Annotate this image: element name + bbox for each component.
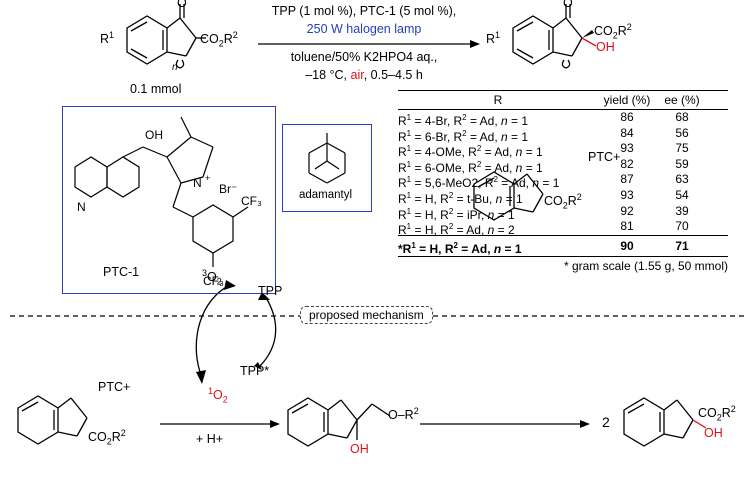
table-highlight-row: *R1 = H, R2 = Ad, n = 1 90 71 — [398, 234, 728, 257]
table-row: R1 = 6-Br, R2 = Ad, n = 1 84 56 — [398, 125, 728, 144]
catalyst-box: OH N + Br⁻ N CF₃ CF₃ PTC-1 — [62, 106, 276, 294]
final-oh-label: OH — [704, 426, 723, 440]
table-row: R1 = 4-OMe, R2 = Ad, n = 1 93 75 — [398, 141, 728, 160]
row-label: R1 = 6-Br, R2 = Ad, n = 1 — [398, 128, 529, 144]
row-yield: 92 — [620, 203, 634, 218]
catalyst-counterion: Br⁻ — [219, 182, 237, 196]
header-yield: yield (%) — [603, 93, 651, 107]
adamantyl-label: adamantyl — [299, 189, 353, 201]
header-r: R — [493, 93, 503, 107]
row-ee: 54 — [675, 187, 689, 202]
row-ee: 39 — [675, 203, 689, 218]
table-row: R1 = H, R2 = iPr, n = 1 92 39 — [398, 203, 728, 222]
reactant-structure — [126, 4, 206, 69]
peroxide-ooh-label: OH — [350, 442, 369, 456]
reactant-n-label: n — [172, 62, 178, 73]
row-ee: 63 — [675, 172, 689, 187]
row-ee: 59 — [675, 156, 689, 171]
reactant-ester-label: CO2R2 — [200, 30, 238, 49]
tpp-excited-label: TPP* — [240, 364, 270, 378]
row-yield: 86 — [620, 110, 634, 124]
table-row: R1 = H, R2 = Ad, n = 2 81 70 — [398, 219, 728, 238]
product-ester-label: CO2R2 — [594, 22, 632, 41]
highlight-yield: 90 — [620, 238, 634, 253]
svg-text:OH: OH — [145, 128, 163, 142]
condition-catalysts: TPP (1 mol %), PTC-1 (5 mol %), — [271, 4, 457, 18]
row-ee: 70 — [675, 219, 689, 234]
adamantyl-box: adamantyl — [282, 124, 372, 212]
reactant-amount: 0.1 mmol — [130, 82, 182, 96]
singlet-oxygen-label: 1O2 — [208, 386, 228, 405]
svg-text:CF₃: CF₃ — [241, 194, 262, 208]
table-row: R1 = H, R2 = t-Bu, n = 1 93 54 — [398, 187, 728, 206]
highlight-label: *R1 = H, R2 = Ad, n = 1 — [398, 240, 522, 256]
mechanism-title: proposed mechanism — [300, 306, 433, 324]
header-ee: ee (%) — [664, 93, 700, 107]
row-yield: 93 — [620, 141, 634, 156]
product-structure — [512, 4, 583, 69]
row-label: R1 = H, R2 = iPr, n = 1 — [398, 206, 515, 222]
row-label: R1 = H, R2 = Ad, n = 2 — [398, 222, 515, 238]
table-header: R yield (%) ee (%) — [398, 90, 728, 110]
row-label: R1 = 4-OMe, R2 = Ad, n = 1 — [398, 144, 543, 160]
condition-solvent: toluene/50% K2HPO4 aq., — [290, 50, 438, 64]
svg-text:CF₃: CF₃ — [203, 274, 224, 288]
reactant-carbonyl-o: O — [177, 0, 187, 10]
condition-lamp: 250 W halogen lamp — [306, 22, 422, 36]
svg-text:+: + — [205, 173, 210, 183]
row-label: R1 = 4-Br, R2 = Ad, n = 1 — [398, 113, 529, 128]
row-ee: 56 — [675, 125, 689, 140]
product-oh-label: OH — [596, 40, 615, 54]
product-r1-label: R1 — [486, 30, 501, 47]
highlight-ee: 71 — [675, 238, 689, 253]
row-yield: 84 — [620, 125, 634, 140]
catalyst-structure-svg: OH N + Br⁻ N CF₃ CF₃ — [74, 116, 262, 288]
triplet-oxygen-label: 3O2 — [202, 268, 222, 287]
table-row: R1 = 5,6-MeO2, R2 = Ad, n = 1 87 63 — [398, 172, 728, 191]
reagent-ester-label: CO2R2 — [544, 192, 582, 211]
tpp-label: TPP — [258, 284, 283, 298]
table-row: R1 = 4-Br, R2 = Ad, n = 1 86 68 — [398, 110, 728, 128]
enolate-ester-label: CO2R2 — [88, 428, 126, 447]
ptc-label-left: PTC+ — [98, 380, 131, 394]
row-yield: 82 — [620, 156, 634, 171]
adamantyl-structure-svg — [308, 133, 346, 184]
catalyst-name: PTC-1 — [103, 265, 140, 279]
row-ee: 68 — [675, 110, 689, 124]
proton-label: + H+ — [196, 432, 224, 446]
results-table: R yield (%) ee (%) R1 = 4-Br, R2 = Ad, n… — [398, 90, 728, 273]
reactant-r1-label: R1 — [100, 30, 115, 47]
peroxide-ester-label: O–R2 — [388, 406, 419, 423]
table-footnote: * gram scale (1.55 g, 50 mmol) — [563, 258, 728, 273]
condition-temperature: –18 °C, air, 0.5–4.5 h — [305, 68, 423, 82]
ptc-label-right: PTC+ — [588, 150, 621, 164]
coefficient-label: 2 — [602, 414, 610, 430]
svg-text:N: N — [193, 176, 202, 190]
final-ester-label: CO2R2 — [698, 404, 736, 423]
row-label: R1 = 5,6-MeO2, R2 = Ad, n = 1 — [398, 175, 560, 191]
row-yield: 87 — [620, 172, 634, 187]
row-yield: 93 — [620, 187, 634, 202]
row-ee: 75 — [675, 141, 689, 156]
svg-text:N: N — [77, 200, 86, 214]
table-row: R1 = 6-OMe, R2 = Ad, n = 1 82 59 — [398, 156, 728, 175]
product-carbonyl-o: O — [563, 0, 573, 10]
row-label: R1 = H, R2 = t-Bu, n = 1 — [398, 190, 523, 206]
row-label: R1 = 6-OMe, R2 = Ad, n = 1 — [398, 159, 543, 175]
row-yield: 81 — [620, 219, 634, 234]
